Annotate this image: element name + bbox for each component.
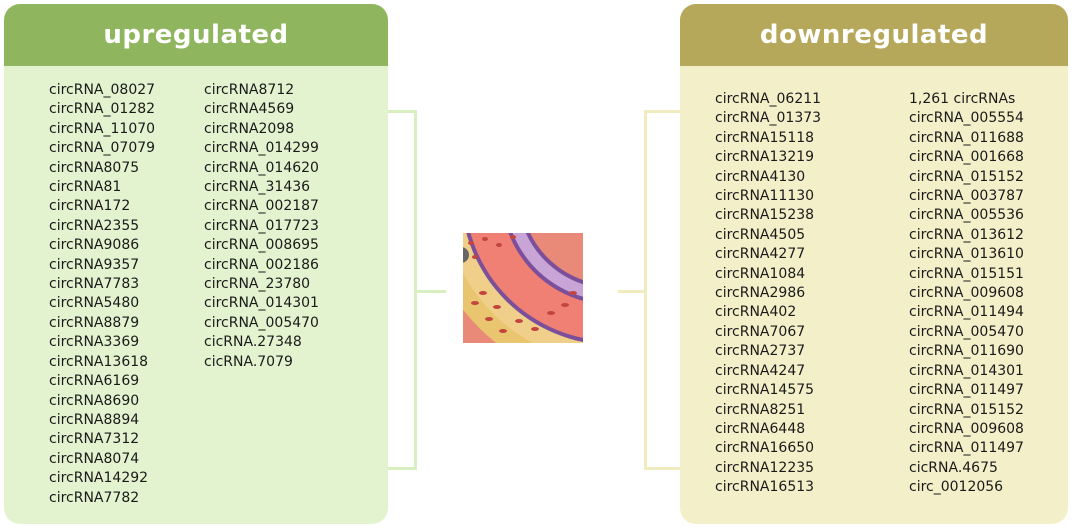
circrna-item: circRNA7312	[49, 431, 140, 448]
circrna-item: circRNA6448	[715, 420, 806, 437]
circrna-item: circRNA_01282	[49, 101, 156, 118]
circrna-item: circRNA_005536	[909, 207, 1024, 224]
circrna-item: circRNA2986	[715, 285, 806, 302]
upregulated-title: upregulated	[4, 4, 388, 66]
circrna-item: circRNA2737	[715, 343, 806, 360]
bracket-down-top	[644, 110, 680, 113]
circrna-item: circRNA4569	[204, 101, 295, 118]
circrna-item: circRNA_11070	[49, 120, 156, 137]
circrna-item: circRNA3369	[49, 334, 140, 351]
circrna-item: circRNA_003787	[909, 188, 1024, 205]
circrna-item: circRNA16650	[715, 440, 815, 457]
circrna-item: circRNA_014301	[204, 295, 319, 312]
circrna-item: circRNA8075	[49, 159, 140, 176]
circrna-item: circRNA2098	[204, 120, 295, 137]
circrna-item: circRNA_23780	[204, 276, 311, 293]
bracket-up-stem	[416, 290, 446, 293]
circrna-item: circRNA_001668	[909, 149, 1024, 166]
circrna-item: circRNA_011494	[909, 304, 1024, 321]
circrna-item: cicRNA.27348	[204, 334, 302, 351]
circrna-item: circRNA4277	[715, 246, 806, 263]
circrna-item: circRNA15118	[715, 129, 815, 146]
circrna-item: circRNA_005470	[909, 323, 1024, 340]
circrna-item: circRNA5480	[49, 295, 140, 312]
bracket-up-top	[388, 110, 416, 113]
circrna-item: circRNA8074	[49, 450, 140, 467]
circrna-item: 1,261 circRNAs	[909, 91, 1016, 107]
circrna-item: circRNA_011688	[909, 129, 1024, 146]
circrna-item: circRNA4130	[715, 168, 806, 185]
circrna-item: circRNA8690	[49, 392, 140, 409]
bracket-up-bottom	[388, 467, 416, 470]
circrna-item: circRNA_013610	[909, 246, 1024, 263]
circrna-item: cicRNA.7079	[204, 353, 293, 370]
circrna-item: circRNA8251	[715, 401, 806, 418]
bracket-down-stem	[618, 290, 646, 293]
circrna-item: circRNA7783	[49, 276, 140, 293]
circrna-item: circRNA81	[49, 179, 122, 196]
circrna-item: circRNA402	[715, 304, 797, 321]
circrna-item: circRNA_015152	[909, 401, 1024, 418]
circrna-item: circRNA172	[49, 198, 131, 215]
downregulated-list-column-1: circRNA_06211 circRNA_01373 circRNA15118 ci…	[715, 90, 821, 498]
circrna-item: circRNA9357	[49, 256, 140, 273]
downregulated-title: downregulated	[680, 4, 1068, 66]
circrna-item: circRNA14292	[49, 470, 149, 487]
circrna-item: circRNA_013612	[909, 226, 1024, 243]
bracket-up-vertical	[414, 110, 417, 470]
circrna-item: circRNA_014620	[204, 159, 319, 176]
circrna-item: circRNA7067	[715, 323, 806, 340]
circrna-item: circRNA_014299	[204, 140, 319, 157]
circrna-item: circRNA13219	[715, 149, 815, 166]
circrna-item: circRNA2355	[49, 217, 140, 234]
circrna-item: circRNA_011497	[909, 382, 1024, 399]
circrna-item: circRNA_015152	[909, 168, 1024, 185]
circrna-item: circRNA13618	[49, 353, 149, 370]
circrna-item: circRNA8712	[204, 82, 295, 98]
circrna-item: circRNA_005554	[909, 110, 1024, 127]
circrna-item: circRNA_01373	[715, 110, 822, 127]
circrna-item: circRNA_002186	[204, 256, 319, 273]
circrna-item: circRNA9086	[49, 237, 140, 254]
circrna-item: circRNA_08027	[49, 82, 156, 98]
bracket-down-bottom	[644, 467, 680, 470]
circrna-item: circRNA14575	[715, 382, 815, 399]
upregulated-list-column-2: circRNA8712 circRNA4569 circRNA2098 circRNA…	[204, 81, 319, 372]
circrna-item: circRNA4505	[715, 226, 806, 243]
circrna-item: circRNA6169	[49, 373, 140, 390]
circrna-item: circRNA_014301	[909, 362, 1024, 379]
circrna-item: cicRNA.4675	[909, 459, 998, 476]
circrna-item: circRNA_009608	[909, 285, 1024, 302]
circrna-item: circRNA7782	[49, 489, 140, 506]
circrna-item: circRNA_011690	[909, 343, 1024, 360]
circrna-item: circRNA11130	[715, 188, 815, 205]
circrna-item: circRNA8894	[49, 411, 140, 428]
circrna-item: circRNA_009608	[909, 420, 1024, 437]
circrna-item: circ_0012056	[909, 479, 1004, 496]
circrna-item: circRNA_002187	[204, 198, 319, 215]
downregulated-panel: downregulated circRNA_06211 circRNA_01373…	[680, 4, 1068, 524]
circrna-item: circRNA_008695	[204, 237, 319, 254]
circrna-item: circRNA_07079	[49, 140, 156, 157]
circrna-item: circRNA_31436	[204, 179, 311, 196]
circrna-item: circRNA15238	[715, 207, 815, 224]
circrna-item: circRNA12235	[715, 459, 815, 476]
circrna-item: circRNA4247	[715, 362, 806, 379]
circrna-item: circRNA_015151	[909, 265, 1024, 282]
downregulated-list-column-2: 1,261 circRNAs circRNA_005554 circRNA_0116…	[909, 90, 1024, 498]
circrna-item: circRNA1084	[715, 265, 806, 282]
circrna-item: circRNA_005470	[204, 314, 319, 331]
circrna-item: circRNA16513	[715, 479, 815, 496]
circrna-item: circRNA_011497	[909, 440, 1024, 457]
circrna-item: circRNA8879	[49, 314, 140, 331]
circrna-item: circRNA_017723	[204, 217, 319, 234]
blood-vessel-wall-illustration	[463, 233, 583, 343]
circrna-item: circRNA_06211	[715, 91, 822, 107]
